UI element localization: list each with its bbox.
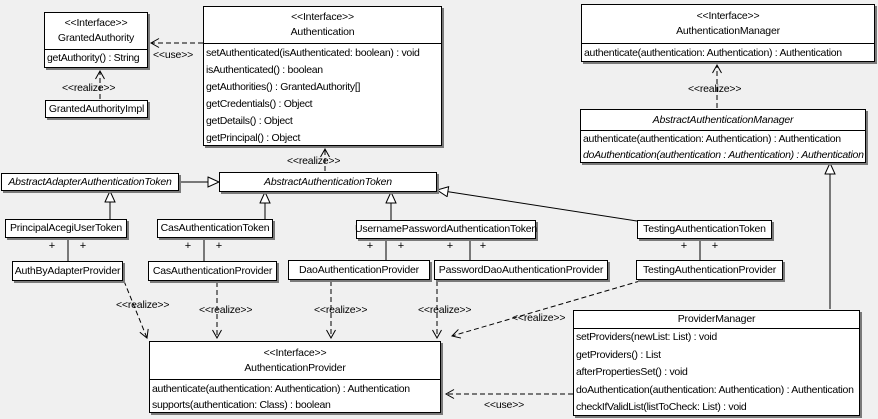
use-label: <<use>>: [153, 49, 194, 61]
class-abstract-authentication-manager: AbstractAuthenticationManager authentica…: [580, 109, 866, 163]
stereotype-label: <<Interface>>: [696, 10, 760, 22]
class-authentication-provider: <<Interface>> AuthenticationProvider aut…: [149, 341, 441, 413]
plus-label: +: [446, 240, 454, 252]
class-name: GrantedAuthority: [57, 32, 135, 44]
stereotype-label: <<Interface>>: [64, 17, 128, 29]
class-name: PrincipalAcegiUserToken: [9, 222, 123, 234]
class-testing-authentication-token: TestingAuthenticationToken: [637, 220, 772, 239]
stereotype-label: <<Interface>>: [263, 346, 327, 359]
realize-label: <<realize>>: [116, 299, 170, 311]
method-label: authenticate(authentication: Authenticat…: [583, 133, 841, 145]
class-name: AbstractAdapterAuthenticationToken: [8, 175, 172, 188]
plus-label: +: [680, 240, 688, 252]
method-label: setAuthenticated(isAuthenticated: boolea…: [206, 47, 420, 59]
class-name: DaoAuthenticationProvider: [299, 263, 419, 276]
class-provider-manager: ProviderManager setProviders(newList: Li…: [573, 310, 860, 416]
realize-label: <<realize>>: [314, 304, 368, 316]
realize-label: <<realize>>: [688, 83, 742, 95]
method-label: getDetails() : Object: [206, 115, 293, 127]
method-label: checkIfValidList(listToCheck: List) : vo…: [576, 401, 747, 413]
edge-gen-testing-token: [437, 190, 638, 222]
method-label: getCredentials() : Object: [206, 98, 313, 110]
class-name: TestingAuthenticationProvider: [642, 263, 777, 276]
method-label: getAuthority() : String: [47, 52, 140, 64]
class-password-dao-authentication-provider: PasswordDaoAuthenticationProvider: [434, 260, 608, 280]
class-name: PasswordDaoAuthenticationProvider: [438, 263, 604, 276]
plus-label: +: [79, 240, 87, 252]
class-name: ProviderManager: [677, 313, 756, 325]
stereotype-label: <<Interface>>: [291, 11, 354, 23]
class-name: CasAuthenticationToken: [160, 222, 270, 234]
class-name: Authentication: [290, 26, 355, 38]
class-authentication: <<Interface>> Authentication setAuthenti…: [203, 6, 442, 146]
realize-label: <<realize>>: [512, 312, 566, 324]
method-label: getProviders() : List: [576, 348, 661, 361]
class-dao-authentication-provider: DaoAuthenticationProvider: [288, 260, 430, 280]
method-label: supports(authentication: Class) : boolea…: [152, 399, 331, 411]
class-username-password-authentication-token: UsernamePasswordAuthenticationToken: [354, 220, 538, 239]
class-name: AuthenticationProvider: [244, 361, 346, 374]
class-cas-authentication-token: CasAuthenticationToken: [157, 219, 273, 238]
plus-label: +: [711, 240, 719, 252]
use-label: <<use>>: [484, 399, 525, 411]
method-label: authenticate(authentication: Authenticat…: [152, 383, 410, 395]
method-label: setProviders(newList: List) : void: [576, 331, 717, 343]
method-label: doAuthentication(authentication: Authent…: [576, 383, 854, 396]
realize-label: <<realize>>: [199, 304, 253, 316]
plus-label: +: [215, 240, 223, 252]
class-abstract-authentication-token: AbstractAuthenticationToken: [219, 172, 437, 192]
edge-realize-authbyadapter: [123, 280, 149, 339]
class-name: AuthenticationManager: [676, 25, 780, 37]
class-granted-authority-impl: GrantedAuthorityImpl: [45, 100, 148, 118]
edge-realize-testingprovider: [451, 280, 641, 339]
class-name: CasAuthenticationProvider: [152, 264, 273, 277]
class-name: GrantedAuthorityImpl: [48, 102, 145, 115]
method-label: getAuthorities() : GrantedAuthority[]: [206, 81, 361, 93]
method-label: afterPropertiesSet() : void: [576, 366, 688, 378]
class-testing-authentication-provider: TestingAuthenticationProvider: [636, 260, 783, 280]
class-authentication-manager: <<Interface>> AuthenticationManager auth…: [581, 4, 875, 62]
realize-label: <<realize>>: [62, 82, 116, 94]
class-cas-authentication-provider: CasAuthenticationProvider: [148, 261, 277, 281]
realize-label: <<realize>>: [418, 304, 472, 316]
class-auth-by-adapter-provider: AuthByAdapterProvider: [12, 261, 123, 281]
plus-label: +: [479, 240, 487, 252]
class-name: TestingAuthenticationToken: [643, 223, 766, 235]
method-label: doAuthentication(authentication : Authen…: [583, 149, 864, 161]
class-abstract-adapter-authentication-token: AbstractAdapterAuthenticationToken: [1, 173, 179, 191]
class-name: AbstractAuthenticationToken: [264, 175, 392, 188]
plus-label: +: [366, 240, 374, 252]
method-label: authenticate(authentication: Authenticat…: [584, 47, 842, 59]
method-label: getPrincipal() : Object: [206, 132, 301, 144]
class-name: UsernamePasswordAuthenticationToken: [354, 223, 538, 235]
realize-label: <<realize>>: [287, 155, 341, 167]
method-label: isAuthenticated() : boolean: [206, 64, 323, 76]
class-granted-authority: <<Interface>> GrantedAuthority getAuthor…: [44, 12, 148, 68]
class-principal-acegi-user-token: PrincipalAcegiUserToken: [5, 219, 127, 238]
plus-label: +: [184, 240, 192, 252]
class-name: AbstractAuthenticationManager: [652, 113, 794, 126]
class-name: AuthByAdapterProvider: [14, 264, 121, 277]
plus-label: +: [397, 240, 405, 252]
plus-label: +: [48, 240, 56, 252]
